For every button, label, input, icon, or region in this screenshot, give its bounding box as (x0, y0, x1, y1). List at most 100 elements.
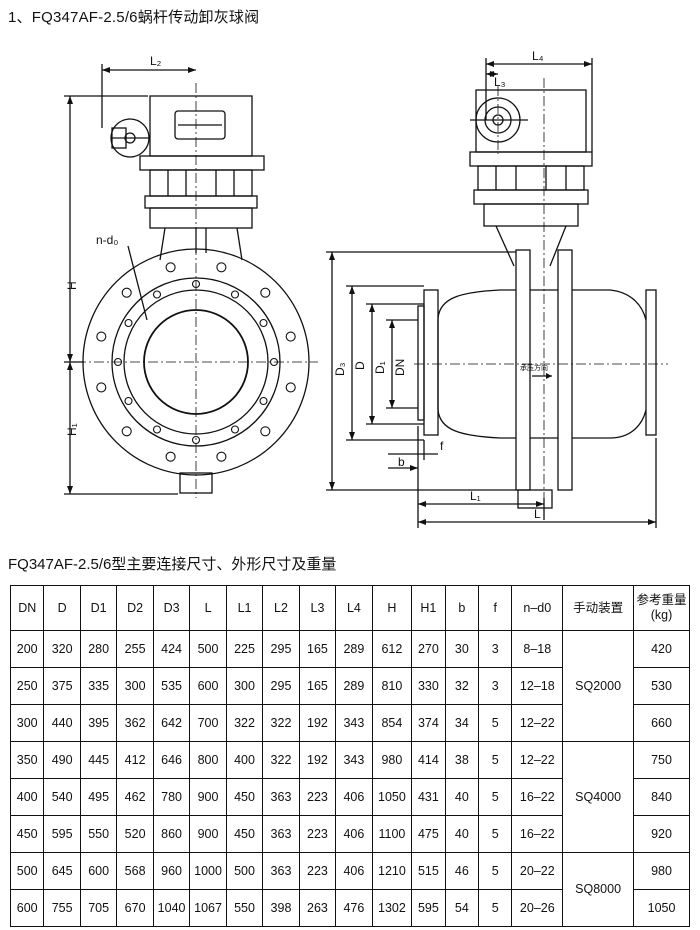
column-header: H1 (411, 585, 446, 631)
table-cell: 646 (152, 741, 191, 779)
table-cell: 54 (444, 889, 480, 927)
label-f: f (440, 439, 444, 453)
table-cell: 5 (478, 889, 513, 927)
table-cell: 3 (478, 630, 513, 668)
table-cell: 34 (444, 704, 480, 742)
table-cell: 16–22 (511, 815, 564, 853)
table-cell: 600 (79, 852, 118, 890)
table-cell: 960 (152, 852, 191, 890)
table-cell: 612 (371, 630, 413, 668)
page-title: 1、FQ347AF-2.5/6蜗杆传动卸灰球阀 (8, 9, 260, 26)
table-cell: 1050 (371, 778, 413, 816)
bolt-hole-outer (121, 426, 132, 437)
table-cell: 400 (9, 778, 45, 816)
bolt-hole-outer (165, 262, 176, 273)
table-cell: 595 (411, 889, 446, 927)
table-cell: 300 (9, 704, 45, 742)
table-cell: 900 (189, 778, 227, 816)
table-cell: 860 (152, 815, 191, 853)
table-cell: 780 (152, 778, 191, 816)
table-cell: 223 (298, 852, 337, 890)
bolt-hole-inner (259, 318, 268, 328)
label-L4: L₄ (532, 49, 544, 63)
table-cell: 1000 (189, 852, 227, 890)
table-cell: 670 (116, 889, 154, 927)
column-header: DN (9, 585, 45, 631)
table-cell: 8–18 (511, 630, 564, 668)
table-cell: 854 (371, 704, 413, 742)
column-header: D2 (116, 585, 154, 631)
table-cell: 1100 (371, 815, 413, 853)
table-cell: 490 (43, 741, 81, 779)
table-cell: 20–22 (511, 852, 564, 890)
bolt-hole-outer (216, 262, 227, 273)
label-L1: L₁ (470, 489, 481, 503)
table-cell: 398 (262, 889, 300, 927)
table-cell: 1302 (371, 889, 413, 927)
table-cell: 374 (411, 704, 446, 742)
weight-cell: 530 (633, 667, 690, 705)
bolt-hole-outer (285, 382, 296, 393)
table-cell: 476 (335, 889, 373, 927)
bolt-hole-outer (260, 287, 271, 298)
bolt-hole-inner (124, 396, 133, 406)
column-header: L3 (298, 585, 337, 631)
weight-cell: 660 (633, 704, 690, 742)
table-cell: 343 (335, 741, 373, 779)
table-cell: 450 (225, 815, 264, 853)
table-cell: 3 (478, 667, 513, 705)
table-cell: 1210 (371, 852, 413, 890)
table-cell: 16–22 (511, 778, 564, 816)
column-header: D (43, 585, 81, 631)
table-cell: 192 (298, 704, 337, 742)
table-cell: 289 (335, 630, 373, 668)
table-cell: 595 (43, 815, 81, 853)
table-cell: 414 (411, 741, 446, 779)
table-cell: 445 (79, 741, 118, 779)
table-cell: 5 (478, 704, 513, 742)
table-cell: 223 (298, 778, 337, 816)
table-cell: 450 (9, 815, 45, 853)
table-cell: 980 (371, 741, 413, 779)
bolt-hole-outer (96, 331, 107, 342)
table-cell: 500 (189, 630, 227, 668)
bolt-hole-inner (124, 318, 133, 328)
table-cell: 535 (152, 667, 191, 705)
table-cell: 330 (411, 667, 446, 705)
table-cell: 440 (43, 704, 81, 742)
bolt-hole-inner (152, 425, 162, 434)
table-cell: 406 (335, 815, 373, 853)
manual-device-cell: SQ2000 (562, 630, 635, 742)
manual-device-cell: SQ4000 (562, 741, 635, 853)
table-cell: 600 (189, 667, 227, 705)
table-cell: 520 (116, 815, 154, 853)
table-cell: 375 (43, 667, 81, 705)
bolt-hole-outer (216, 451, 227, 462)
table-cell: 295 (262, 667, 300, 705)
table-cell: 165 (298, 630, 337, 668)
bolt-hole-inner (230, 425, 240, 434)
table-cell: 5 (478, 852, 513, 890)
table-cell: 515 (411, 852, 446, 890)
table-cell: 500 (225, 852, 264, 890)
bolt-hole-outer (285, 331, 296, 342)
table-cell: 350 (9, 741, 45, 779)
table-cell: 540 (43, 778, 81, 816)
table-cell: 270 (411, 630, 446, 668)
column-header: 参考重量(kg) (633, 585, 690, 631)
table-cell: 500 (9, 852, 45, 890)
table-cell: 200 (9, 630, 45, 668)
column-header: D3 (152, 585, 191, 631)
table-cell: 495 (79, 778, 118, 816)
table-cell: 30 (444, 630, 480, 668)
table-cell: 568 (116, 852, 154, 890)
column-header: H (371, 585, 413, 631)
table-cell: 165 (298, 667, 337, 705)
table-cell: 12–18 (511, 667, 564, 705)
